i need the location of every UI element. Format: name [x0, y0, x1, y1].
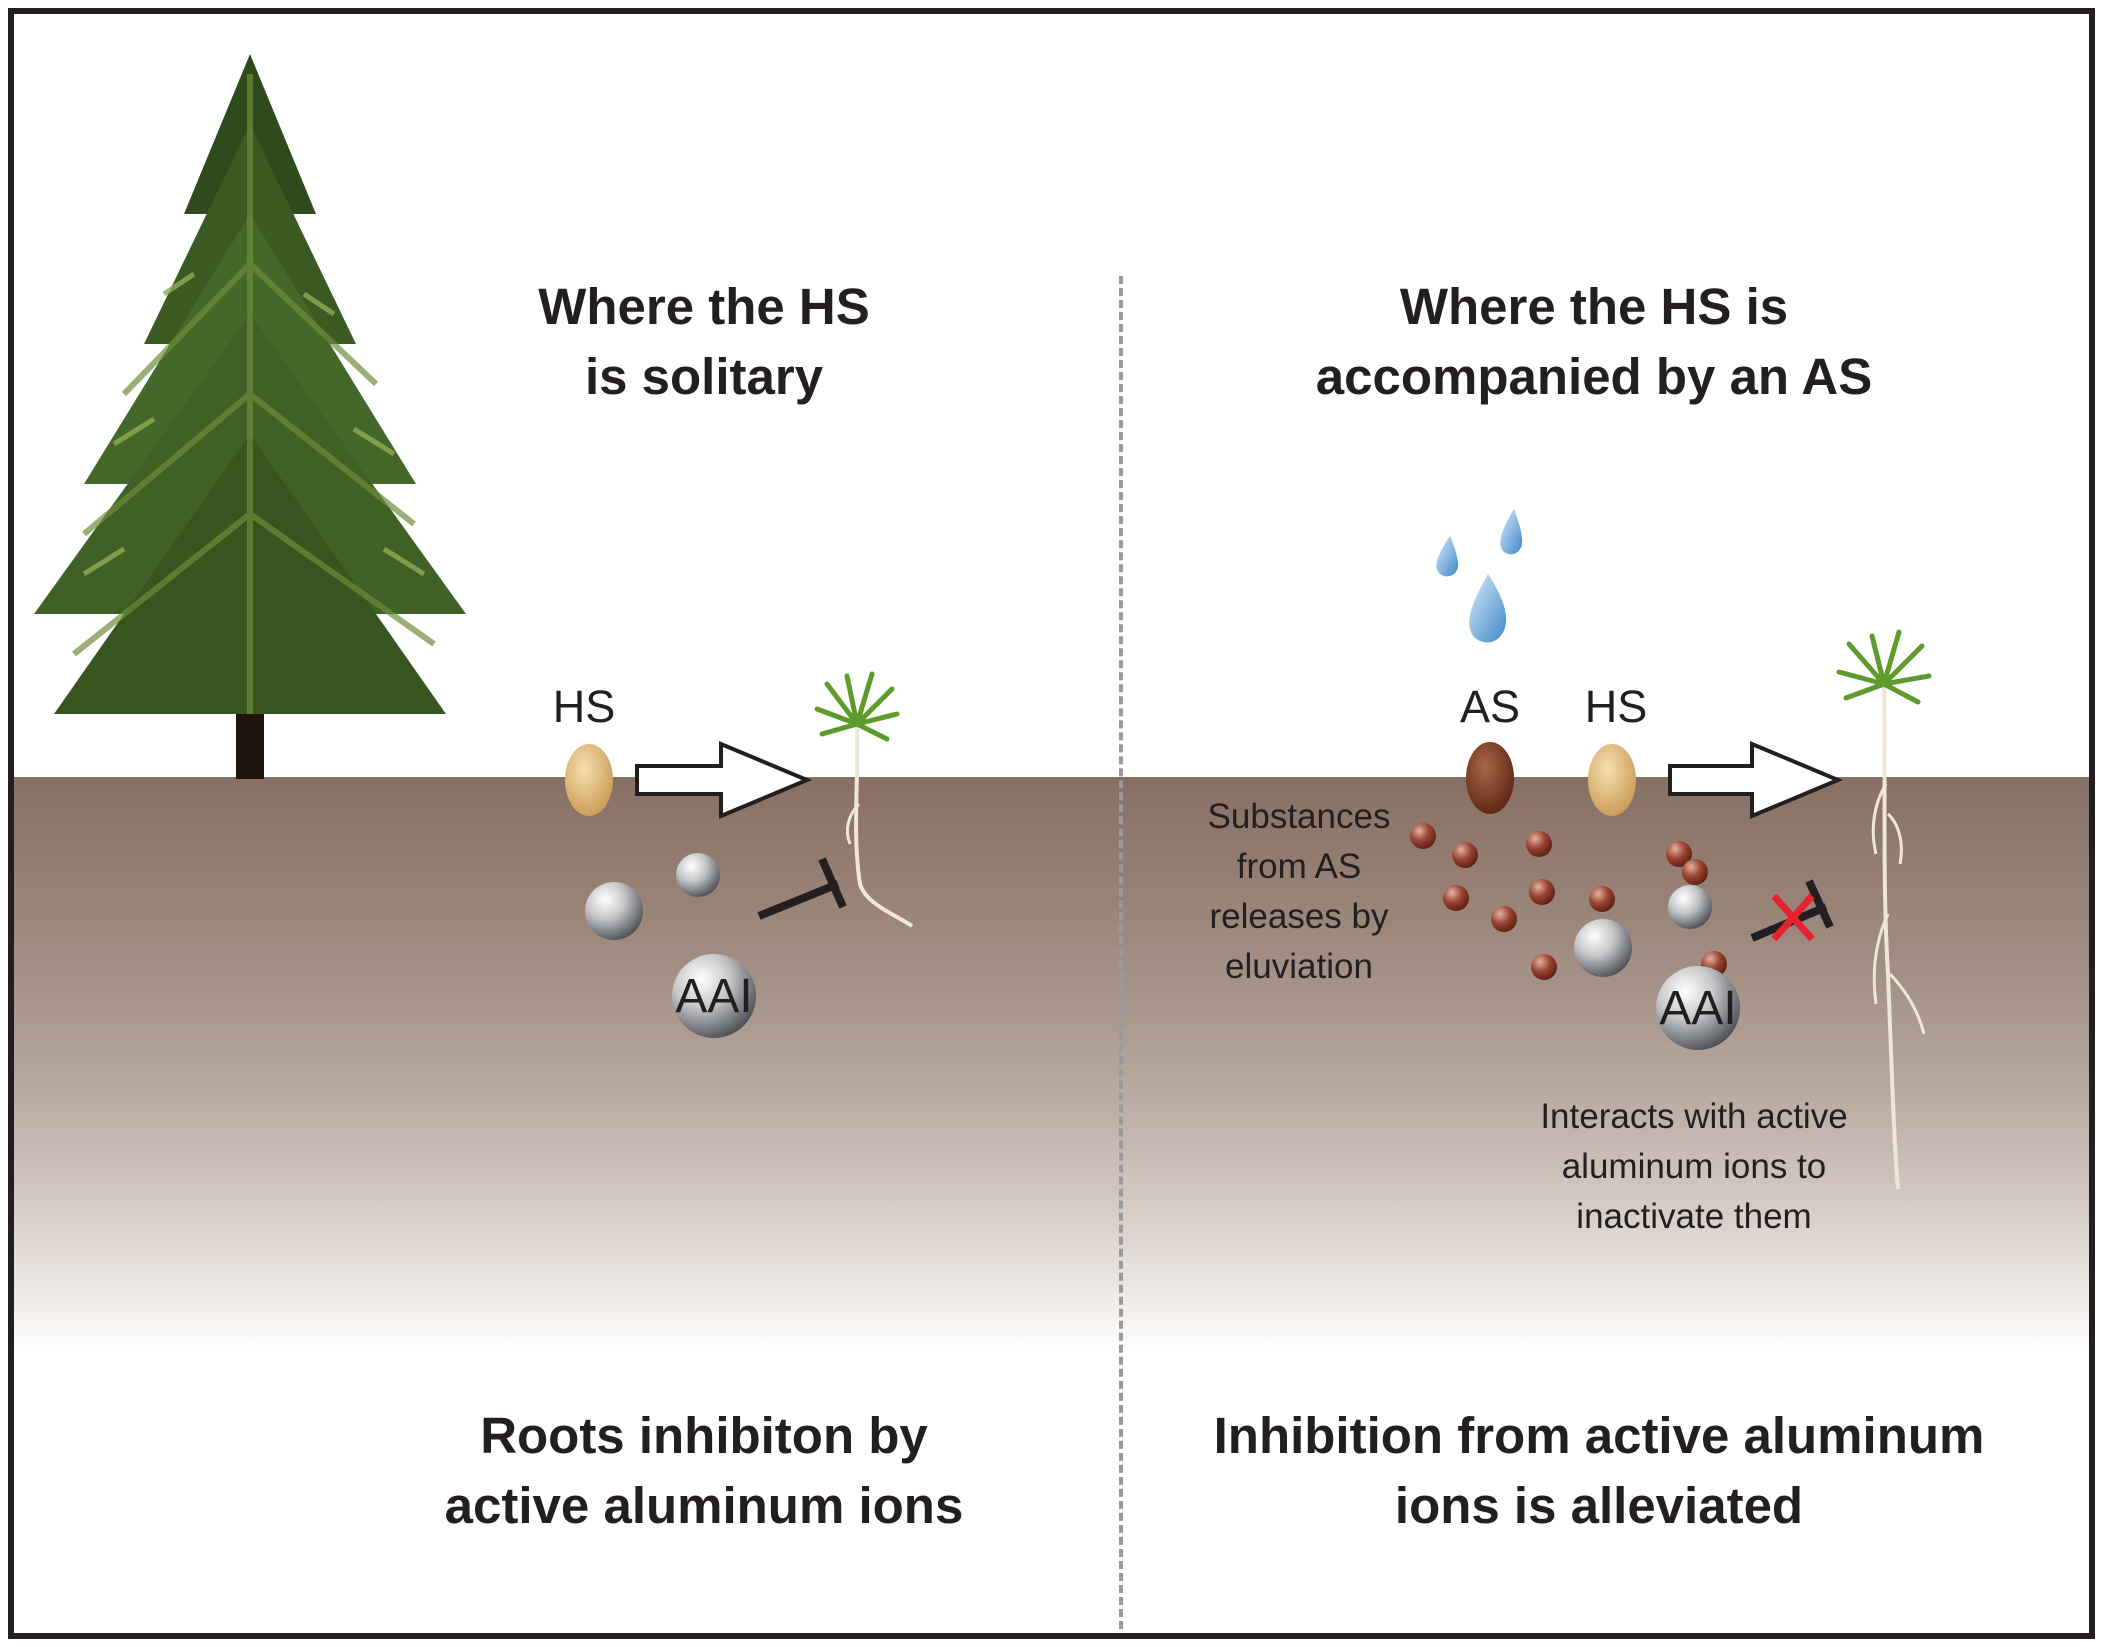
left-result-line2: active aluminum ions [444, 1477, 964, 1534]
inhibition-symbol-icon [757, 857, 847, 920]
right-panel-result: Inhibition from active aluminum ions is … [1149, 1401, 2049, 1541]
left-panel-title: Where the HS is solitary [394, 272, 1014, 412]
soil-layer [14, 777, 2089, 1357]
right-title-line1: Where the HS is [1399, 278, 1789, 335]
right-result-line1: Inhibition from active aluminum [1213, 1407, 1985, 1464]
left-title-line1: Where the HS [538, 278, 870, 335]
interact-line2: aluminum ions to [1561, 1147, 1827, 1186]
panel-divider [1119, 276, 1123, 1633]
right-result-line2: ions is alleviated [1394, 1477, 1804, 1534]
hs-seed-icon [565, 744, 613, 816]
interaction-note: Interacts with active aluminum ions to i… [1454, 1092, 1934, 1242]
left-aai-label: AAI [675, 970, 753, 1023]
interact-line1: Interacts with active [1540, 1097, 1848, 1136]
aluminum-ion [1574, 919, 1632, 977]
seedling-icon [814, 671, 914, 928]
right-panel-title: Where the HS is accompanied by an AS [1234, 272, 1954, 412]
interact-line3: inactivate them [1576, 1197, 1812, 1236]
aluminum-ion [585, 882, 643, 940]
eluviation-line2: from AS [1236, 847, 1362, 886]
left-hs-label: HS [552, 681, 616, 732]
aluminum-ion-aai [672, 954, 756, 1038]
eluviation-note: Substances from AS releases by eluviatio… [1154, 792, 1444, 992]
hs-seed-icon [1588, 744, 1636, 816]
left-panel-result: Roots inhibiton by active aluminum ions [344, 1401, 1064, 1541]
released-particles [1410, 823, 1727, 980]
right-aai-label: AAI [1659, 982, 1737, 1035]
tree-icon [34, 54, 466, 779]
water-drops-icon [1436, 509, 1523, 643]
blocked-inhibition-icon [1750, 879, 1834, 942]
right-hs-label: HS [1584, 681, 1648, 732]
diagram-frame: Where the HS is solitary HS AAI Roots in… [8, 8, 2095, 1639]
aluminum-ion-aai [1656, 966, 1740, 1050]
arrow-icon [635, 740, 813, 820]
right-as-label: AS [1459, 681, 1521, 732]
right-title-line2: accompanied by an AS [1315, 348, 1873, 405]
illustration-layer [34, 54, 1932, 1190]
arrow-icon [1668, 740, 1844, 820]
aluminum-ion [676, 853, 720, 897]
aluminum-ion [1668, 885, 1712, 929]
eluviation-line4: eluviation [1225, 947, 1373, 986]
left-result-line1: Roots inhibiton by [480, 1407, 928, 1464]
as-seed-icon [1466, 742, 1514, 814]
eluviation-line3: releases by [1209, 897, 1389, 936]
seedling-icon [1836, 629, 1932, 1190]
eluviation-line1: Substances [1207, 797, 1391, 836]
left-title-line2: is solitary [584, 348, 824, 405]
